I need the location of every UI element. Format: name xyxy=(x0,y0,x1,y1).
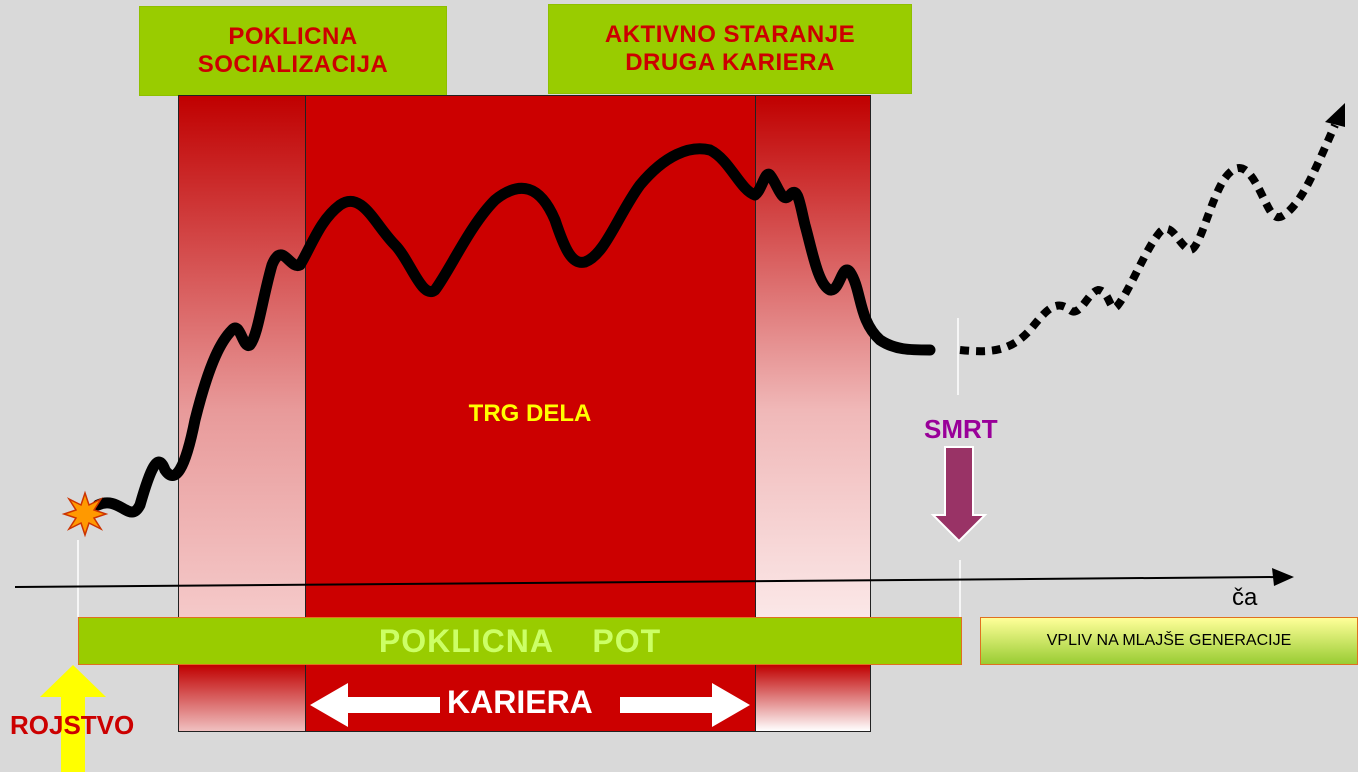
smrt-label: SMRT xyxy=(924,414,998,444)
vpliv-box: VPLIV NA MLAJŠE GENERACIJE xyxy=(980,617,1358,665)
time-axis xyxy=(14,576,1279,588)
kariera-arrow-left xyxy=(310,683,440,727)
kariera-arrow-right xyxy=(620,683,750,727)
aging-column-lower xyxy=(755,664,871,732)
smrt-arrow xyxy=(930,446,988,543)
label-aktivno-line1: AKTIVNO STARANJE xyxy=(604,21,856,48)
rojstvo-label: ROJSTVO xyxy=(10,710,135,740)
label-poklicna-line1: POKLICNA xyxy=(228,23,358,50)
time-axis-arrowhead xyxy=(1272,568,1294,586)
socialization-column-lower xyxy=(178,664,307,732)
poklicna-pot-bar: POKLICNA POT xyxy=(78,617,962,665)
kariera-label: KARIERA xyxy=(447,684,593,720)
vpliv-label: VPLIV NA MLAJŠE GENERACIJE xyxy=(1046,632,1292,649)
poklicna-pot-label: POKLICNA POT xyxy=(378,622,662,659)
career-curve xyxy=(92,143,936,518)
axis-label: ča xyxy=(1232,584,1258,611)
labour-market-column xyxy=(305,95,757,621)
label-aktivno-staranje: AKTIVNO STARANJE DRUGA KARIERA xyxy=(548,4,912,94)
label-poklicna-socializacija: POKLICNA SOCIALIZACIJA xyxy=(139,6,447,96)
trg-dela-label: TRG DELA xyxy=(468,400,592,427)
rojstvo-arrow xyxy=(40,665,106,772)
dotted-curve xyxy=(959,123,1339,356)
label-poklicna-line2: SOCIALIZACIJA xyxy=(197,51,389,78)
dotted-arrowhead xyxy=(1325,103,1345,127)
label-aktivno-line2: DRUGA KARIERA xyxy=(625,49,835,76)
birth-star-icon xyxy=(61,490,109,538)
